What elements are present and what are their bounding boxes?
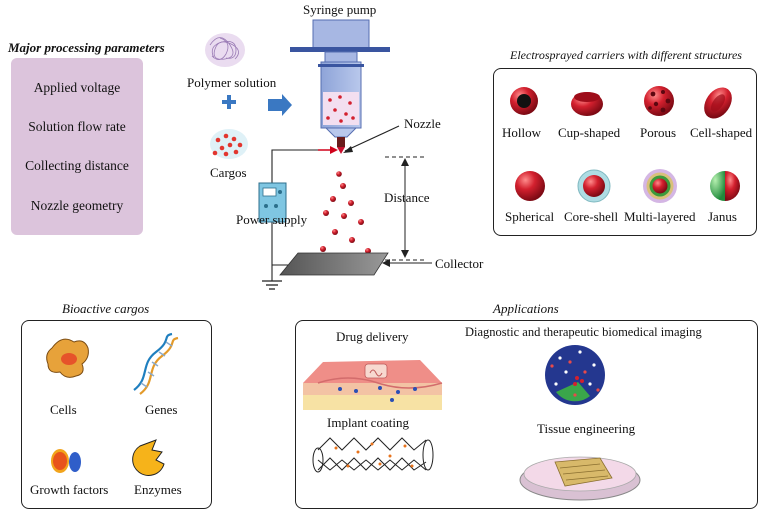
janus-carrier-icon	[710, 171, 740, 201]
polymer-solution-label: Polymer solution	[187, 75, 277, 90]
app-label-implant-coating: Implant coating	[327, 415, 409, 430]
carrier-label-multi-layered: Multi-layered	[624, 209, 696, 224]
power-supply-icon	[258, 182, 287, 223]
carrier-label-hollow: Hollow	[502, 125, 541, 140]
power-supply-label: Power supply	[236, 212, 308, 227]
param-solution-flow-rate: Solution flow rate	[28, 119, 126, 134]
polymer-icon	[205, 33, 245, 67]
bioactive-cargos-panel	[21, 320, 212, 509]
porous-carrier-icon	[644, 86, 674, 116]
app-label-drug-delivery: Drug delivery	[336, 329, 409, 344]
skin-drug-delivery-icon	[303, 360, 443, 410]
collector-label: Collector	[435, 256, 484, 271]
carrier-label-core-shell: Core-shell	[564, 209, 619, 224]
imaging-nanoparticle-icon	[545, 345, 605, 405]
growth-factors-icon	[51, 449, 81, 473]
param-nozzle-geometry: Nozzle geometry	[30, 198, 124, 213]
enzyme-icon	[132, 439, 165, 476]
petri-dish-icon	[519, 456, 641, 501]
stent-icon	[312, 437, 434, 473]
cargo-label-genes: Genes	[145, 402, 178, 417]
distance-label: Distance	[384, 190, 430, 205]
carrier-label-spherical: Spherical	[505, 209, 555, 224]
carriers-panel	[493, 68, 757, 236]
cargo-label-cells: Cells	[50, 402, 77, 417]
ground-icon	[262, 280, 282, 290]
app-label-tissue-engineering: Tissue engineering	[537, 421, 636, 436]
feed-arrow-icon	[268, 94, 292, 116]
nozzle-label: Nozzle	[404, 116, 441, 131]
app-label-imaging: Diagnostic and therapeutic biomedical im…	[465, 325, 702, 339]
cargo-label-growth-factors: Growth factors	[30, 482, 109, 497]
cell-icon	[46, 338, 89, 378]
carrier-label-porous: Porous	[640, 125, 677, 140]
hollow-carrier-icon	[510, 87, 538, 115]
cargos-icon	[210, 129, 248, 159]
param-collecting-distance: Collecting distance	[25, 158, 129, 173]
spherical-carrier-icon	[515, 171, 545, 201]
applications-title: Applications	[493, 301, 559, 316]
carriers-title: Electrosprayed carriers with different s…	[510, 48, 742, 62]
multi-layered-carrier-icon	[643, 169, 677, 203]
carrier-label-cup-shaped: Cup-shaped	[558, 125, 621, 140]
processing-parameters-panel: Applied voltage Solution flow rate Colle…	[11, 58, 143, 235]
core-shell-carrier-icon	[577, 169, 611, 203]
cell-shaped-carrier-icon	[704, 87, 732, 119]
syringe-pump	[290, 19, 390, 154]
cup-shaped-carrier-icon	[571, 92, 603, 116]
carrier-label-janus: Janus	[708, 209, 737, 224]
bioactive-title: Bioactive cargos	[62, 301, 150, 316]
param-applied-voltage: Applied voltage	[33, 80, 121, 95]
dna-icon	[133, 332, 179, 395]
cargo-label-enzymes: Enzymes	[134, 482, 182, 497]
collector-plate	[279, 252, 389, 276]
distance-indicator	[385, 156, 425, 261]
carrier-label-cell-shaped: Cell-shaped	[690, 125, 753, 140]
processing-title: Major processing parameters	[8, 40, 165, 55]
applications-panel	[295, 320, 758, 509]
syringe-pump-label: Syringe pump	[303, 2, 377, 17]
cargos-label: Cargos	[210, 165, 247, 180]
